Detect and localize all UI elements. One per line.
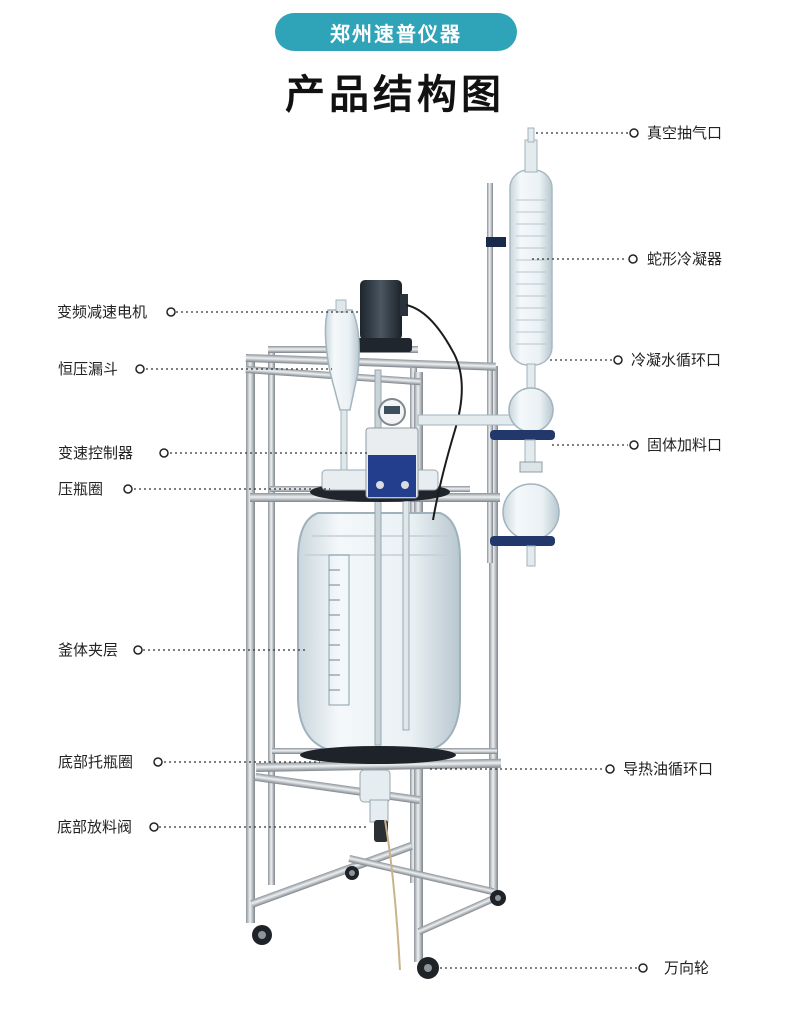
callout-dots-left — [123, 307, 176, 832]
label-condenser: 蛇形冷凝器 — [647, 250, 723, 268]
brand-badge: 郑州速普仪器 — [275, 13, 517, 51]
label-controller: 变速控制器 — [58, 444, 134, 462]
frame-post-front-right — [489, 366, 498, 891]
label-funnel: 恒压漏斗 — [58, 360, 119, 378]
label-solid-feed: 固体加料口 — [647, 436, 723, 454]
label-oil-port: 导热油循环口 — [623, 760, 714, 778]
callout-dots-right — [605, 128, 648, 973]
label-press-ring: 压瓶圈 — [58, 480, 104, 498]
label-jacket: 釜体夹层 — [58, 641, 119, 659]
motor — [360, 280, 402, 340]
label-valve: 底部放料阀 — [57, 818, 133, 836]
label-caster: 万向轮 — [664, 959, 710, 977]
label-vacuum: 真空抽气口 — [647, 124, 723, 142]
pressure-funnel — [324, 309, 360, 411]
label-cond-water: 冷凝水循环口 — [631, 351, 722, 369]
label-bottom-ring: 底部托瓶圈 — [58, 753, 134, 771]
receiving-flask — [502, 483, 560, 541]
support-rod — [487, 183, 493, 563]
frame-post-back-left — [268, 350, 275, 885]
page-title: 产品结构图 — [285, 72, 505, 118]
solid-feed-flask — [508, 387, 554, 433]
bottom-valve — [359, 769, 391, 803]
callout-lines-left — [134, 311, 368, 828]
label-motor: 变频减速电机 — [57, 303, 148, 321]
serpentine-condenser — [509, 169, 553, 366]
callout-lines-right — [430, 132, 638, 969]
frame-post-front-left — [246, 358, 255, 923]
